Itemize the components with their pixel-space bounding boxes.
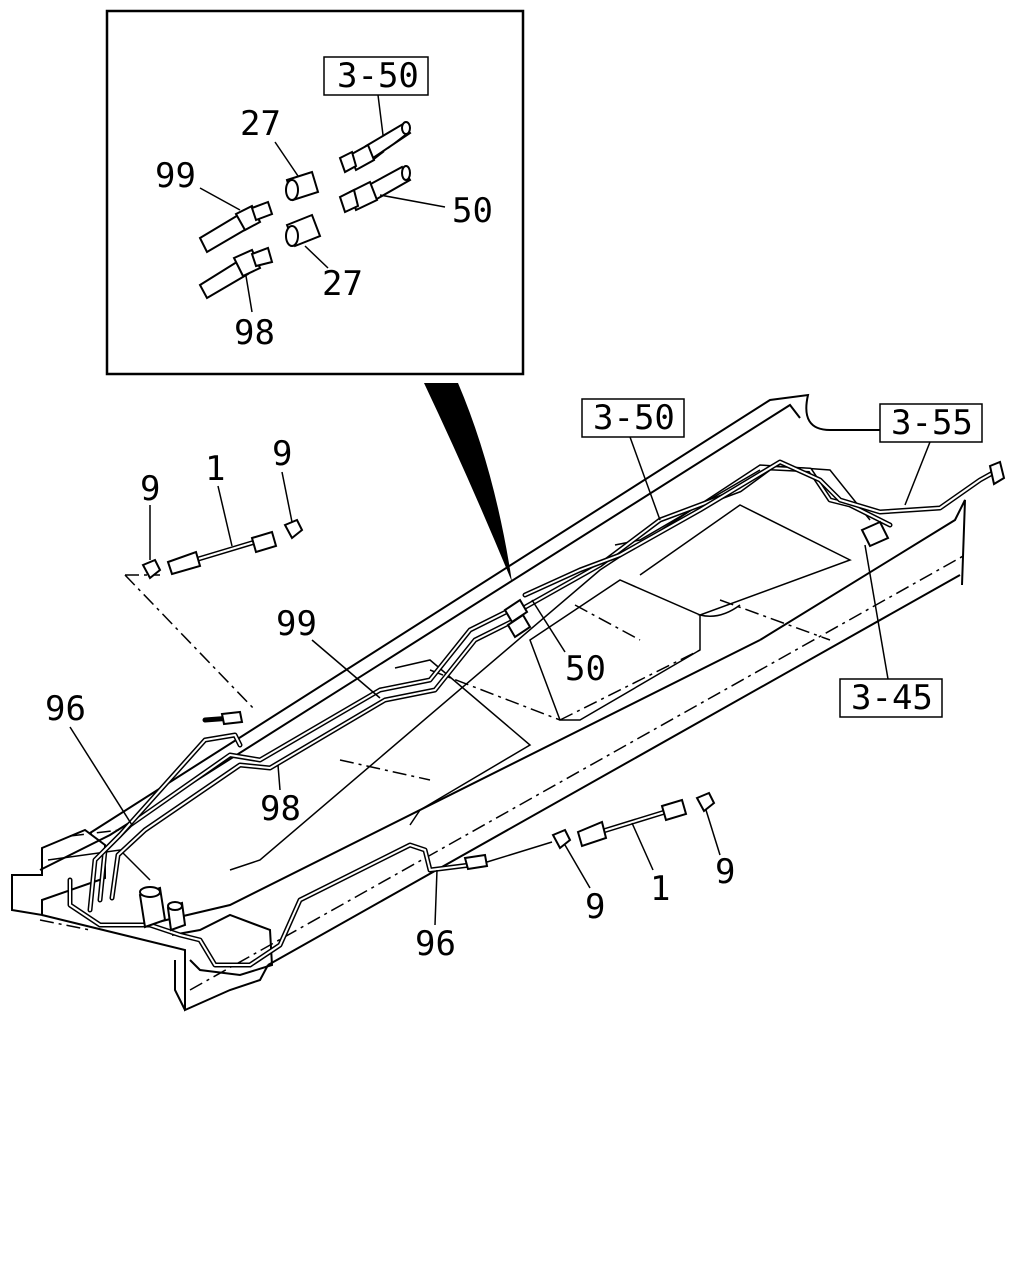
- main-98-label: 98: [260, 789, 301, 829]
- ref-3-50-box: [581, 398, 685, 438]
- callouts: 3-55 3-50 3-45 9 1 9 99 50 96 98 9 1: [45, 398, 983, 964]
- inset-detail: 3-50 27 50 99: [105, 9, 525, 376]
- clip-9-left-a: [141, 558, 162, 580]
- pipe-50-fitting: [338, 165, 412, 214]
- inset-pointer: [424, 383, 512, 582]
- brake-pipes: [67, 459, 1006, 968]
- loose-hose-right: [576, 798, 688, 848]
- inset-27-bottom-label: 27: [322, 264, 363, 304]
- clip-9-right-b: [695, 791, 716, 813]
- left-9-a-label: 9: [140, 469, 160, 509]
- clip-9-right-a: [551, 828, 572, 850]
- clip-9-left-b: [283, 518, 304, 540]
- right-9-b-label: 9: [715, 852, 735, 892]
- inset-27-top-label: 27: [240, 104, 281, 144]
- pipe-3-50-fitting: [338, 121, 412, 174]
- chassis-frame: [11, 393, 966, 1012]
- inset-ref-3-50-label: 3-50: [337, 56, 419, 96]
- left-9-b-label: 9: [272, 434, 292, 474]
- ref-3-55-label: 3-55: [891, 403, 973, 443]
- main-99-label: 99: [276, 604, 317, 644]
- pipe-98-fitting: [198, 246, 274, 300]
- main-96-bottom-label: 96: [415, 924, 456, 964]
- ref-3-45-box: [839, 678, 943, 718]
- inset-ref-box: [323, 56, 429, 96]
- nut-27-top: [285, 170, 320, 202]
- inset-99-label: 99: [155, 156, 196, 196]
- inset-98-label: 98: [234, 313, 275, 353]
- inset-50-label: 50: [452, 191, 493, 231]
- main-50-label: 50: [565, 649, 606, 689]
- right-9-a-label: 9: [585, 887, 605, 927]
- ref-3-45-label: 3-45: [851, 678, 933, 718]
- pipe-99-fitting: [198, 200, 274, 254]
- ref-3-50-label: 3-50: [593, 398, 675, 438]
- left-1-label: 1: [205, 449, 225, 489]
- nut-27-bottom: [285, 213, 322, 248]
- ref-3-55-box: [879, 403, 983, 443]
- main-96-left-label: 96: [45, 689, 86, 729]
- loose-hose-left: [166, 530, 278, 576]
- right-1-label: 1: [650, 869, 670, 909]
